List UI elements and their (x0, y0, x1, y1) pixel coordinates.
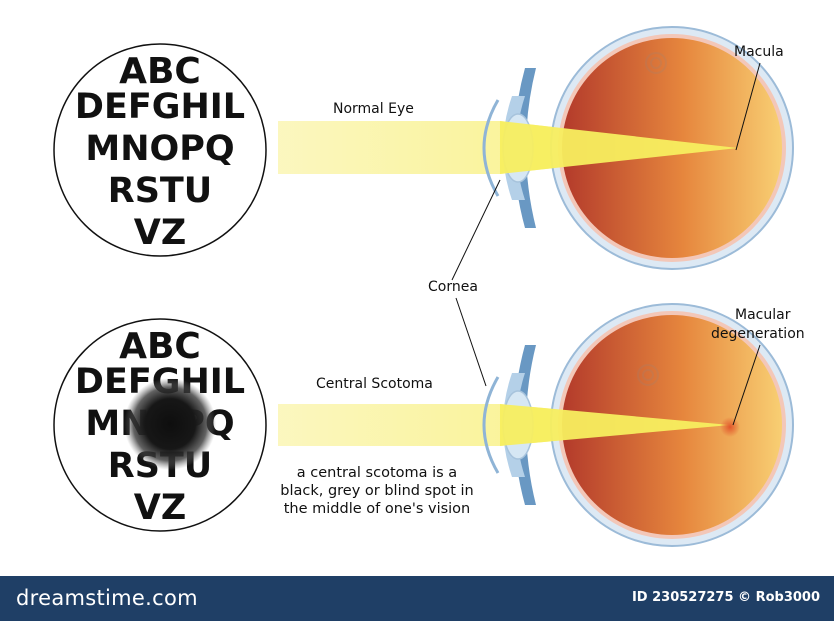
chart-row-3: MNOPQ (85, 404, 235, 444)
scotoma-cornea (482, 376, 500, 474)
cornea-label: Cornea (428, 279, 478, 295)
chart-row-2: DEFGHIL (74, 362, 246, 402)
caption-line-1: a central scotoma is a (296, 465, 458, 481)
cornea-pointer-line-bottom (455, 297, 487, 387)
footer-image-id: ID 230527275 © Rob3000 (631, 590, 820, 605)
normal-eyeball (500, 26, 794, 270)
footer-logo: dreamstime.com (16, 586, 198, 610)
normal-eye-label: Normal Eye (333, 101, 414, 117)
scotoma-eye-chart: ABC DEFGHIL MNOPQ RSTU VZ (60, 329, 260, 533)
macula-pointer-line (735, 62, 761, 151)
caption-line-3: the middle of one's vision (283, 501, 471, 517)
footer-bar: dreamstime.com ID 230527275 © Rob3000 (0, 576, 834, 621)
scotoma-eye-section (278, 303, 794, 547)
chart-row-5: VZ (133, 488, 187, 528)
chart-row-1: ABC (119, 326, 201, 367)
chart-row-4: RSTU (107, 171, 213, 211)
scotoma-eyeball (500, 303, 794, 547)
cornea-pointer-line-top (451, 179, 501, 281)
normal-eye-chart-circle (53, 43, 267, 257)
normal-eye-section (278, 26, 794, 270)
normal-eye-chart: ABC DEFGHIL MNOPQ RSTU VZ (60, 54, 260, 258)
scotoma-caption: a central scotoma is a black, grey or bl… (262, 464, 492, 518)
chart-row-1: ABC (119, 51, 201, 92)
macular-degeneration-label-line2: degeneration (711, 326, 805, 342)
central-scotoma-label: Central Scotoma (316, 376, 433, 392)
macula-label: Macula (734, 44, 784, 60)
chart-row-2: DEFGHIL (74, 87, 246, 127)
swirl-watermark-icon (637, 52, 667, 386)
caption-line-2: black, grey or blind spot in (280, 483, 474, 499)
chart-row-5: VZ (133, 213, 187, 253)
macular-degeneration-pointer-line (732, 344, 761, 426)
chart-row-3: MNOPQ (85, 129, 235, 169)
macular-degeneration-label-line1: Macular (735, 307, 791, 323)
normal-cornea (482, 99, 500, 197)
macular-degeneration-spot (720, 417, 740, 437)
chart-row-4: RSTU (107, 446, 213, 486)
